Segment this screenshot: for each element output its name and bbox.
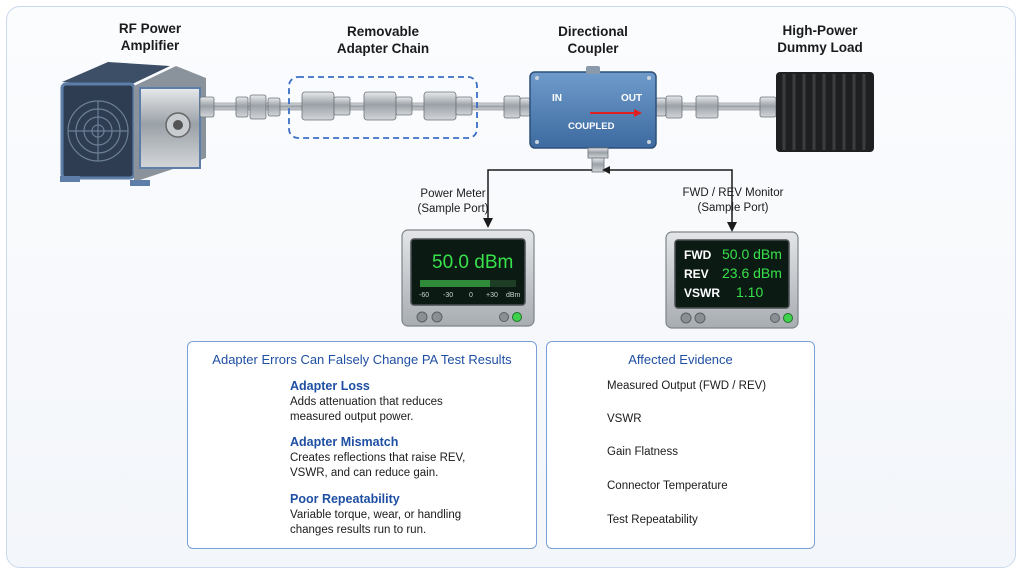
poor-repeatability-heading: Poor Repeatability bbox=[290, 492, 400, 506]
arrow-head bbox=[727, 222, 737, 232]
amplifier-label-line2: Amplifier bbox=[120, 38, 180, 53]
power-meter-label-line1: Power Meter bbox=[420, 188, 486, 200]
monitor-value: 23.6 dBm bbox=[722, 265, 782, 281]
coupler-label-line2: Coupler bbox=[567, 41, 619, 56]
coupler-label: Directional Coupler bbox=[535, 23, 651, 57]
dummy-load-label-line1: High-Power bbox=[782, 23, 858, 38]
monitor-key: REV bbox=[684, 267, 709, 281]
monitor-row-fwd: FWD 50.0 dBm bbox=[684, 246, 784, 265]
coupler-in-label: IN bbox=[552, 93, 562, 104]
amplifier-label-line1: RF Power bbox=[118, 21, 182, 36]
monitor-key: VSWR bbox=[684, 286, 720, 300]
coupler-coupled-label: COUPLED bbox=[568, 121, 615, 132]
evidence-test-repeatability: Test Repeatability bbox=[607, 514, 698, 526]
scale-tick-label: +30 bbox=[486, 292, 498, 299]
power-meter-device bbox=[401, 229, 535, 327]
adapter-loss-heading: Adapter Loss bbox=[290, 379, 370, 393]
power-meter-scale: -60 -30 0 +30 dBm bbox=[419, 292, 521, 302]
dummy-load-label-line2: Dummy Load bbox=[777, 40, 863, 55]
amplifier-label: RF Power Amplifier bbox=[95, 20, 205, 54]
description-line: measured output power. bbox=[290, 411, 414, 423]
adapter-errors-title: Adapter Errors Can Falsely Change PA Tes… bbox=[212, 352, 512, 367]
monitor-label-line2: (Sample Port) bbox=[697, 202, 769, 214]
scale-tick-label: -30 bbox=[443, 292, 454, 299]
dummy-load-device bbox=[776, 72, 874, 152]
evidence-measured-output: Measured Output (FWD / REV) bbox=[607, 380, 767, 392]
evidence-connector-temperature: Connector Temperature bbox=[607, 480, 728, 492]
adapter-chain-highlight bbox=[288, 76, 478, 139]
arrow-head bbox=[483, 218, 493, 228]
evidence-vswr: VSWR bbox=[607, 413, 642, 425]
directional-coupler-device bbox=[529, 66, 657, 173]
monitor-label-line1: FWD / REV Monitor bbox=[682, 187, 784, 199]
adapter-chain-label: Removable Adapter Chain bbox=[318, 23, 448, 57]
power-meter-reading: 50.0 dBm bbox=[432, 252, 514, 273]
description-line: Adds attenuation that reduces bbox=[290, 396, 443, 408]
fwd-rev-monitor-device bbox=[665, 231, 799, 329]
dummy-load-label: High-Power Dummy Load bbox=[760, 22, 880, 56]
scale-tick-label: -60 bbox=[419, 292, 430, 299]
monitor-value: 50.0 dBm bbox=[722, 246, 782, 262]
affected-evidence-panel: Affected Evidence bbox=[546, 341, 815, 549]
connector-series bbox=[199, 91, 777, 121]
scale-unit-label: dBm bbox=[506, 292, 521, 299]
description-line: changes results run to run. bbox=[290, 524, 427, 536]
description-line: Creates reflections that raise REV, bbox=[290, 452, 466, 464]
poor-repeatability-description: Variable torque, wear, or handling chang… bbox=[290, 508, 461, 538]
adapter-errors-panel: Adapter Errors Can Falsely Change PA Tes… bbox=[187, 341, 537, 549]
adapter-chain-label-line2: Adapter Chain bbox=[336, 41, 430, 56]
arrow-head bbox=[602, 166, 610, 174]
rf-amplifier-device bbox=[60, 62, 206, 186]
monitor-key: FWD bbox=[684, 248, 712, 262]
monitor-row-rev: REV 23.6 dBm bbox=[684, 265, 784, 284]
coax-line bbox=[197, 102, 781, 111]
power-meter-label-line2: (Sample Port) bbox=[417, 203, 489, 215]
coupler-label-line1: Directional bbox=[558, 24, 628, 39]
sample-port-arrows bbox=[487, 169, 733, 224]
monitor-label: FWD / REV Monitor (Sample Port) bbox=[674, 186, 792, 216]
description-line: Variable torque, wear, or handling bbox=[290, 509, 462, 521]
adapter-loss-description: Adds attenuation that reduces measured o… bbox=[290, 395, 443, 425]
monitor-readout: FWD 50.0 dBm REV 23.6 dBm VSWR 1.10 bbox=[684, 246, 784, 303]
monitor-row-vswr: VSWR 1.10 bbox=[684, 284, 784, 303]
coupler-out-label: OUT bbox=[621, 93, 643, 104]
evidence-gain-flatness: Gain Flatness bbox=[607, 446, 678, 458]
affected-evidence-title: Affected Evidence bbox=[628, 352, 733, 367]
monitor-value: 1.10 bbox=[736, 284, 764, 300]
description-line: VSWR, and can reduce gain. bbox=[290, 467, 439, 479]
scale-tick-label: 0 bbox=[469, 292, 473, 299]
power-meter-label: Power Meter (Sample Port) bbox=[398, 187, 508, 217]
adapter-mismatch-heading: Adapter Mismatch bbox=[290, 435, 399, 449]
adapter-chain-label-line1: Removable bbox=[346, 24, 420, 39]
adapter-mismatch-description: Creates reflections that raise REV, VSWR… bbox=[290, 451, 465, 481]
